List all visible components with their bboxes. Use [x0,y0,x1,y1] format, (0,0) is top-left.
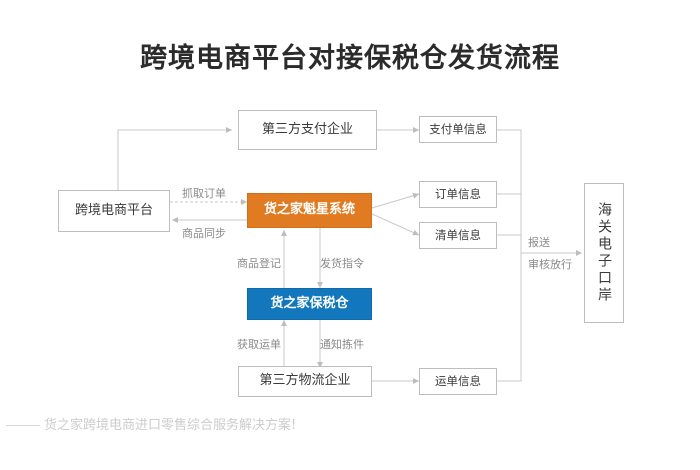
node-ecommerce-platform-label: 跨境电商平台 [74,202,153,218]
edge-label-product-register: 商品登记 [237,257,281,270]
footer-note: 货之家跨境电商进口零售综合服务解决方案! [44,418,297,433]
footer-divider [6,425,40,426]
node-list-info[interactable]: 清单信息 [419,222,497,249]
node-customs-port-label: 海关电子口岸 [596,202,612,304]
node-third-party-payment[interactable]: 第三方支付企业 [238,110,377,150]
node-waybill-info[interactable]: 运单信息 [419,368,497,395]
node-order-info-label: 订单信息 [435,187,481,202]
edge-label-get-waybill: 获取运单 [237,338,281,351]
node-ecommerce-platform[interactable]: 跨境电商平台 [58,190,170,232]
node-payment-info[interactable]: 支付单信息 [419,116,497,143]
edge-label-fetch-order: 抓取订单 [182,187,226,200]
edge-label-notify-picking: 通知拣件 [320,338,364,351]
page-title: 跨境电商平台对接保税仓发货流程 [140,43,560,74]
node-third-party-logistics-label: 第三方物流企业 [259,373,351,389]
edge-label-review-release: 审核放行 [528,258,572,271]
edge-label-product-sync: 商品同步 [182,227,226,240]
node-kuixing-system-label: 货之家魁星系统 [263,202,355,218]
node-kuixing-system[interactable]: 货之家魁星系统 [247,193,372,228]
node-bonded-warehouse[interactable]: 货之家保税仓 [247,288,372,320]
edge-label-submit: 报送 [528,236,550,249]
node-order-info[interactable]: 订单信息 [419,181,497,208]
node-bonded-warehouse-label: 货之家保税仓 [270,295,349,311]
edge-label-ship-instruction: 发货指令 [320,257,364,270]
node-waybill-info-label: 运单信息 [435,374,481,389]
node-third-party-logistics[interactable]: 第三方物流企业 [238,366,372,397]
node-third-party-payment-label: 第三方支付企业 [261,121,353,137]
node-payment-info-label: 支付单信息 [429,122,487,137]
node-customs-port[interactable]: 海关电子口岸 [584,183,624,323]
node-list-info-label: 清单信息 [435,228,481,243]
